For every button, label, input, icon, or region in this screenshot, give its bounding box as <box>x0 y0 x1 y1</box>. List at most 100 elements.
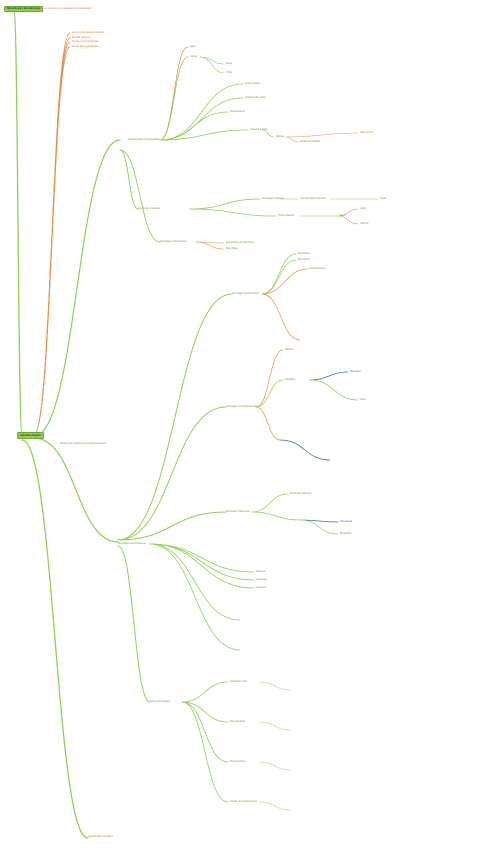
group-3-item-1[interactable]: Elton Mayo <box>226 247 238 250</box>
link-g7-2 <box>149 543 255 589</box>
link-root-group7 <box>33 437 119 543</box>
link-g3-label <box>119 149 161 243</box>
group-2-item-1[interactable]: Taylor <box>380 197 387 200</box>
group-0-item-5[interactable]: Organização militar <box>245 96 266 99</box>
link-g1-3 <box>285 132 359 138</box>
group-6-label[interactable]: Abordagem Sistêmica <box>226 510 250 513</box>
group-6-item-1[interactable]: Cibernética <box>340 520 353 523</box>
footer-node[interactable]: Organização na prática <box>88 835 113 838</box>
link-g6-3 <box>251 511 301 521</box>
group-3-label[interactable]: Abordagem Humanística <box>160 240 187 243</box>
group-5-item-2[interactable]: McGregor <box>350 370 361 373</box>
group-8-item-0[interactable]: Qualidade Total <box>230 680 247 683</box>
group-7-item-0[interactable]: ambiente <box>256 570 266 573</box>
group-5-item-3[interactable]: Likert <box>360 398 366 401</box>
group-2-item-2[interactable]: Teoria Clássica <box>278 214 295 217</box>
link-g7-3 <box>149 543 241 621</box>
root-node[interactable]: Administração <box>17 432 44 439</box>
group-4-label[interactable]: Abordagem Estruturalista <box>232 292 259 295</box>
group-6-item-0[interactable]: Teoria dos Sistemas <box>290 492 312 495</box>
link-g1-label <box>119 149 139 210</box>
top-note: como se constroem as verdades da adminis… <box>38 7 92 10</box>
group-2-item-4[interactable]: Gantt <box>360 207 366 210</box>
link-g6-label <box>117 511 227 541</box>
link-g7-4 <box>149 543 241 651</box>
link-g8-1a <box>259 721 291 731</box>
link-root-top <box>13 11 23 434</box>
group-7-item-2[interactable]: estrutura <box>256 586 266 589</box>
group-2-item-5[interactable]: Gilbreth <box>360 222 369 225</box>
link-g4-1 <box>261 259 297 295</box>
link-g4-3 <box>261 293 301 341</box>
link-g8-3 <box>181 701 229 803</box>
group-1-item-2[interactable]: divisão do trabalho <box>300 140 321 143</box>
group-0-item-3[interactable]: China <box>226 71 233 74</box>
link-root-group0 <box>33 139 121 437</box>
first-level-label[interactable]: Origem dos conhecimentos administrativos <box>60 442 106 445</box>
link-g5-4 <box>255 406 281 441</box>
group-8-item-1[interactable]: Reengenharia <box>230 720 246 723</box>
link-g8-0a <box>259 681 291 691</box>
group-1-item-1[interactable]: fábricas <box>276 135 285 138</box>
link-g2-4 <box>337 208 359 217</box>
link-g5-0 <box>255 349 284 408</box>
link-g8-2a <box>259 761 291 771</box>
group-0-item-0[interactable]: Egito <box>190 45 196 48</box>
link-g5-3 <box>309 379 359 401</box>
group-8-item-3[interactable]: Gestão do Conhecimento <box>230 800 258 803</box>
group-3-item-0[interactable]: Experiência de Hawthorne <box>226 241 255 244</box>
group-0-item-4[interactable]: Igreja Católica <box>245 82 261 85</box>
link-g0-1 <box>159 56 189 141</box>
link-g4-0 <box>261 253 297 295</box>
group-0-item-6[interactable]: Mercantilismo <box>230 110 245 113</box>
link-g5-2 <box>309 371 349 381</box>
group-7-label[interactable]: Abordagem Contingencial <box>118 542 146 545</box>
link-g8-2 <box>181 701 229 763</box>
link-g7-0 <box>149 543 255 573</box>
link-g1-2 <box>285 136 299 143</box>
group-4-item-0[interactable]: Burocracia <box>298 252 310 255</box>
link-g8-0 <box>181 681 229 703</box>
link-g1-1 <box>261 129 275 138</box>
group-2-item-3[interactable]: Fayol <box>340 214 346 217</box>
link-g4-label <box>117 293 233 541</box>
group-2-item-0[interactable]: Administração Científica <box>300 197 326 200</box>
group-0-item-1[interactable]: Grécia <box>190 55 198 58</box>
link-g0-6 <box>159 111 229 141</box>
link-g0-0 <box>159 46 189 141</box>
link-g0-4 <box>159 83 244 141</box>
link-g6-2 <box>299 519 339 535</box>
group-2-label[interactable]: Abordagem Clássica <box>262 197 285 200</box>
group-1-item-0[interactable]: máquina a vapor <box>250 128 268 131</box>
group-label-1[interactable]: Revolução Industrial <box>138 207 160 210</box>
group-5-item-1[interactable]: Herzberg <box>285 378 295 381</box>
group-7-item-1[interactable]: tecnologia <box>256 578 267 581</box>
group-4-item-2[interactable]: Estruturalismo <box>310 267 326 270</box>
group-8-label[interactable]: Novas abordagens <box>150 700 171 703</box>
link-g8-3a <box>259 801 291 811</box>
group-5-label[interactable]: Abordagem Comportamental <box>226 405 257 408</box>
group-6-item-2[interactable]: Bertalanffy <box>340 532 352 535</box>
top-tag[interactable]: Metodologia e Epistemologia <box>4 6 44 12</box>
group-0-item-2[interactable]: Roma <box>226 62 233 65</box>
link-g6-0 <box>251 493 289 513</box>
link-g0-3 <box>199 56 225 74</box>
link-g8-label <box>117 545 151 703</box>
link-g5-label <box>117 406 227 541</box>
intro-item-4[interactable]: estudo das organizações <box>72 45 99 48</box>
group-4-item-1[interactable]: Max Weber <box>298 258 311 261</box>
group-label-0[interactable]: Administração na Antiguidade <box>128 138 160 141</box>
group-1-item-3[interactable]: Adam Smith <box>360 131 374 134</box>
link-g2-5 <box>337 215 359 225</box>
intro-item-1[interactable]: antes da Revolução Industrial <box>72 31 104 34</box>
group-8-item-2[interactable]: Benchmarking <box>230 760 246 763</box>
intro-item-3[interactable]: Teorias contemporâneas <box>72 40 99 43</box>
link-g5-1 <box>255 379 284 408</box>
group-5-item-0[interactable]: Maslow <box>285 348 294 351</box>
link-root-footer <box>21 439 89 839</box>
intro-item-2[interactable]: Escolas clássicas <box>72 36 91 39</box>
link-g2-label <box>189 198 261 210</box>
link-g5-5 <box>279 439 331 461</box>
link-g8-1 <box>181 701 229 723</box>
